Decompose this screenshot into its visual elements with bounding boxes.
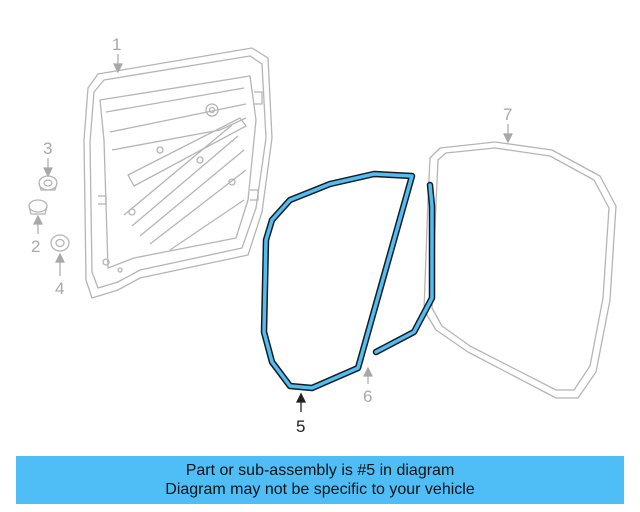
caption-banner: Part or sub-assembly is #5 in diagram Di… — [16, 456, 624, 504]
callout-4: 4 — [55, 279, 64, 298]
fastener-3 — [38, 175, 58, 191]
fastener-2 — [28, 199, 48, 215]
callout-3: 3 — [43, 139, 52, 158]
callout-5: 5 — [296, 417, 305, 436]
callout-6: 6 — [363, 387, 372, 406]
caption-line-2: Diagram may not be specific to your vehi… — [165, 481, 475, 498]
body-weatherstrip — [423, 141, 617, 399]
callout-7: 7 — [503, 105, 512, 124]
parts-diagram: 1 2 3 4 5 6 7 — [28, 35, 617, 436]
door-weatherstrip-highlight — [260, 170, 436, 392]
leader-line-5 — [295, 392, 307, 412]
door-shell — [83, 47, 273, 299]
leader-lines — [33, 54, 513, 384]
fastener-4 — [50, 234, 70, 252]
callout-2: 2 — [31, 237, 40, 256]
caption-line-1: Part or sub-assembly is #5 in diagram — [185, 462, 455, 479]
callout-1: 1 — [112, 35, 121, 54]
